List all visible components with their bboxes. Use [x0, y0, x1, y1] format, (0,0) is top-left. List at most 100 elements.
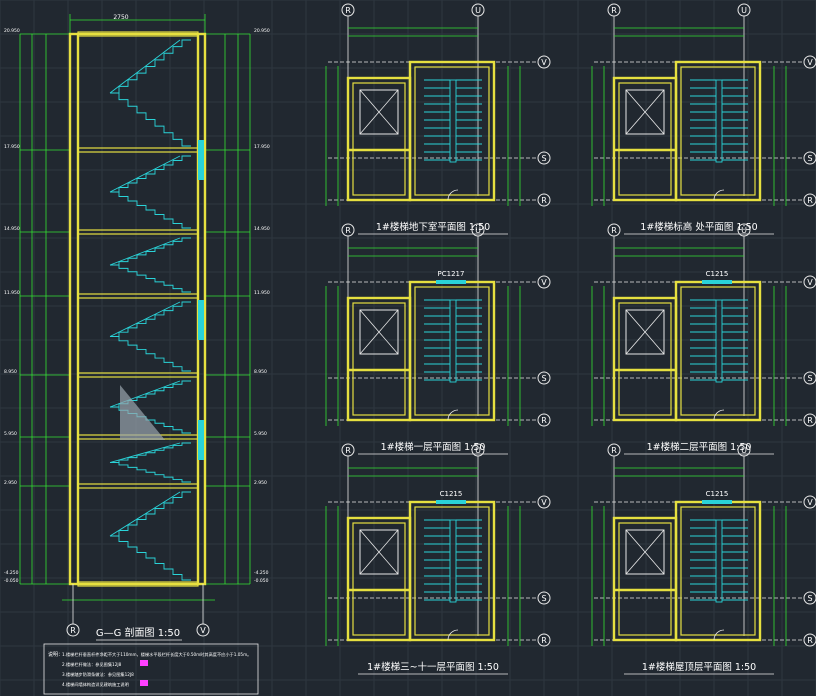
section-axis-left-label: R [70, 626, 76, 635]
floor-slab [77, 581, 199, 587]
plan-window [436, 280, 466, 284]
floor-slab [77, 483, 199, 489]
plan-axis-row-bubble [803, 275, 816, 289]
plan-axis-left-bubble [341, 3, 355, 17]
plan-axis-row-label: R [807, 636, 813, 645]
plan-axis-right-label: U [741, 226, 747, 235]
plan-axis-row-label: V [807, 498, 813, 507]
plan-axis-right-bubble [737, 223, 751, 237]
plan-axis-row-bubble [537, 591, 551, 605]
plan-title: 1#楼梯二层平面图 1:50 [647, 441, 752, 453]
elevation-label-left: 8.950 [4, 369, 17, 375]
plan-axis-row-label: V [541, 58, 547, 67]
section-window-2 [198, 300, 204, 340]
stair-flight-upper [110, 442, 191, 463]
stair-flight-upper [110, 237, 191, 266]
plan-axis-left-label: R [611, 6, 617, 15]
floor-slab [77, 293, 199, 299]
plan-door-swing [713, 189, 725, 201]
plan-window [702, 280, 732, 284]
stair-rail [109, 39, 181, 94]
plan-axis-row-bubble [803, 591, 816, 605]
plan-window [436, 500, 466, 504]
elevation-label-right: 8.950 [254, 369, 267, 375]
plan-title: 1#楼梯地下室平面图 1:50 [376, 221, 490, 233]
plan-axis-row-label: V [807, 58, 813, 67]
section-dimension-lines [19, 14, 251, 601]
plan-axis-row-bubble [803, 413, 816, 427]
plan-window-label: PC1217 [438, 270, 465, 278]
plan-axis-right-bubble [471, 223, 485, 237]
plan-door-swing [713, 629, 725, 641]
elevator-car [359, 529, 399, 575]
plan-axis-left-bubble [341, 443, 355, 457]
stair-flight-lower [110, 462, 191, 483]
floor-slab [77, 31, 199, 37]
plan-axis-row-label: V [541, 498, 547, 507]
section-window-3 [198, 420, 204, 460]
plan-axis-left-label: R [345, 6, 351, 15]
elevator-shaft-wall [346, 516, 412, 642]
notes-panel: 说明： 1.楼梯栏杆垂直杆件净距不大于110mm，楼梯水平段栏杆长度大于0.50… [43, 643, 259, 695]
plan-axis-row-label: S [541, 154, 546, 163]
elevation-label-right: 5.950 [254, 431, 267, 437]
floor-slab [77, 372, 199, 378]
plan-axis-left-label: R [611, 446, 617, 455]
plan-title: 1#楼梯屋顶层平面图 1:50 [642, 661, 756, 673]
floor-slab [77, 147, 199, 153]
plan-title: 1#楼梯三~十一层平面图 1:50 [367, 661, 499, 673]
plan-axis-row-bubble [537, 495, 551, 509]
elevation-label-right: -0.050 [254, 578, 269, 584]
elevator-car [625, 89, 665, 135]
plan-door-swing [447, 629, 459, 641]
plan-axis-row-bubble [537, 371, 551, 385]
elevator-car [359, 309, 399, 355]
stair-flight-upper [110, 491, 191, 537]
plan-axis-left-label: R [611, 226, 617, 235]
elevation-lines [20, 33, 250, 585]
section-title: G—G 剖面图 1:50 [96, 626, 180, 639]
plan-axis-right-label: U [475, 226, 481, 235]
stair-flight-lower [110, 264, 191, 293]
section-stair-flights [109, 39, 191, 581]
stair-rail [109, 301, 181, 337]
stair-flight-upper [110, 39, 191, 94]
notes-line-3: 3.楼梯踏步防滑条做法：参见图集12J8 [62, 671, 134, 678]
notes-marker-1 [140, 660, 148, 666]
plan-window-label: C1215 [440, 490, 463, 498]
plan-window-label: C1215 [706, 270, 729, 278]
stair-flight-lower [110, 191, 191, 229]
plan-axis-row-label: S [541, 594, 546, 603]
plan-axis-right-label: U [475, 6, 481, 15]
elevation-label-right: 20.950 [254, 28, 270, 34]
plan-axis-left-bubble [607, 443, 621, 457]
plan-window [702, 500, 732, 504]
plan-stair-treads [424, 79, 482, 163]
elevation-label-left: -4.250 [4, 570, 19, 576]
plan-door-swing [447, 409, 459, 421]
stair-flight-upper [110, 155, 191, 193]
plan-axis-row-label: S [807, 374, 812, 383]
elevation-label-right: 14.950 [254, 226, 270, 232]
plan-axis-right-bubble [737, 443, 751, 457]
plan-title: 1#楼梯一层平面图 1:50 [381, 441, 486, 453]
plan-axis-right-label: U [741, 6, 747, 15]
elevation-label-left: 2.950 [4, 480, 17, 486]
notes-line-2: 2.楼梯栏杆做法：参见图集12J8 [62, 661, 122, 668]
floor-slabs [77, 31, 199, 587]
section-elevation-labels: 20.95017.95014.95011.9508.9505.9502.950-… [4, 28, 270, 584]
plan-door-swing [713, 409, 725, 421]
floor-slab [77, 229, 199, 235]
plan-axis-row-label: R [541, 416, 547, 425]
plan-stair-treads [690, 519, 748, 603]
elevator-car [359, 89, 399, 135]
plan-axis-row-label: V [541, 278, 547, 287]
plan-axis-row-bubble [803, 193, 816, 207]
notes-heading: 说明： [48, 651, 63, 658]
stair-enclosure-wall [674, 280, 762, 422]
